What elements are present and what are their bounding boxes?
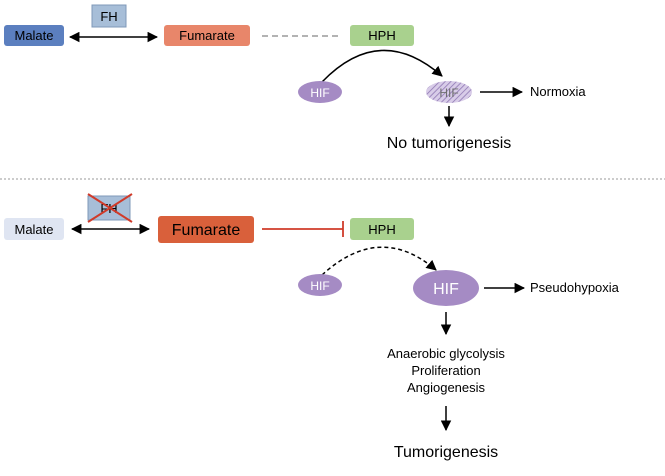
effect-angiogenesis: Angiogenesis <box>407 380 486 395</box>
malate-box-top <box>4 25 64 46</box>
hph-box-top <box>350 25 414 46</box>
fh-box-top <box>91 4 127 28</box>
pseudohypoxia-label: Pseudohypoxia <box>530 280 620 295</box>
hif-label-top-left: HIF <box>310 86 329 100</box>
fumarate-inhibits-hph-bar <box>262 221 344 237</box>
fumarate-box-top <box>164 25 250 46</box>
normoxia-label: Normoxia <box>530 84 586 99</box>
effect-anaerobic-glycolysis: Anaerobic glycolysis <box>387 346 505 361</box>
hif-label-bottom-small: HIF <box>310 279 329 293</box>
hif-label-top-right: HIF <box>439 86 458 100</box>
tumorigenesis-label: Tumorigenesis <box>394 444 498 461</box>
fh-loss-cross-icon <box>87 193 133 223</box>
hif-ellipse-bottom-large <box>413 270 479 306</box>
hph-label-bottom: HPH <box>368 222 395 237</box>
fumarate-label-top: Fumarate <box>179 28 235 43</box>
hif-hydroxylation-arrow <box>321 49 443 83</box>
hif-hydroxylated-ellipse <box>426 81 472 103</box>
effect-proliferation: Proliferation <box>411 363 480 378</box>
no-tumorigenesis-label: No tumorigenesis <box>387 135 512 152</box>
fumarate-box-bottom <box>158 216 254 243</box>
malate-label-bottom: Malate <box>14 222 53 237</box>
fumarate-label-bottom: Fumarate <box>172 222 241 239</box>
hph-box-bottom <box>350 218 414 240</box>
bottom-panel: Malate FH Fumarate HPH HIF HIF Pseudohyp… <box>4 193 620 461</box>
hph-label-top: HPH <box>368 28 395 43</box>
hif-ellipse-top-left <box>298 81 342 103</box>
malate-label-top: Malate <box>14 28 53 43</box>
fh-label-top: FH <box>100 9 117 24</box>
hif-ellipse-bottom-small <box>298 274 342 296</box>
hif-stabilization-dashed-arrow <box>321 246 437 276</box>
hif-label-bottom-large: HIF <box>433 281 459 298</box>
top-panel: Malate FH Fumarate HPH HIF HIF Normoxia … <box>4 4 586 152</box>
malate-box-bottom <box>4 218 64 240</box>
